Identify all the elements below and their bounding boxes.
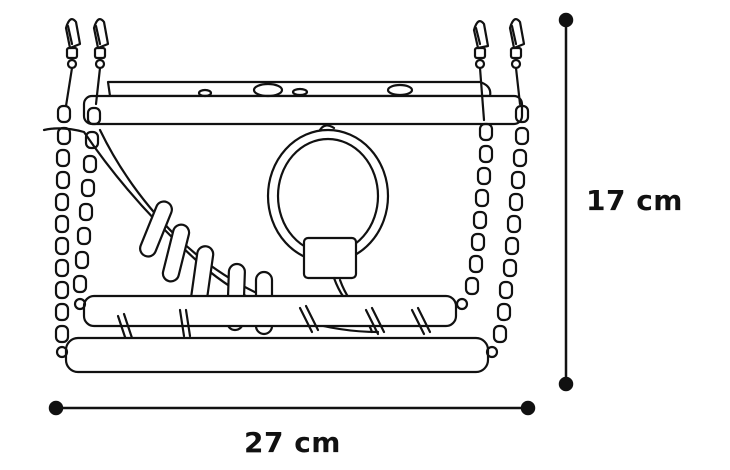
carabiner-clip-icon [92, 18, 110, 70]
width-dimension-line [48, 400, 536, 416]
ring-toy [266, 124, 390, 334]
bridge-rope [98, 128, 284, 306]
floor-pegs [116, 304, 432, 342]
carabiner-clip-icon [64, 18, 82, 70]
top-perch [82, 94, 524, 126]
bottom-perch [64, 336, 490, 374]
carabiner-clip-icon [508, 18, 526, 70]
chain-left-inner [72, 66, 102, 311]
middle-perch [82, 294, 458, 328]
chain-right-outer [485, 66, 530, 359]
height-dimension-line [558, 12, 574, 392]
chain-right-inner [455, 66, 494, 311]
chain-left-outer [54, 66, 74, 359]
carabiner-clip-icon [472, 20, 490, 70]
width-label: 27 cm [244, 426, 341, 459]
height-label: 17 cm [586, 184, 683, 217]
